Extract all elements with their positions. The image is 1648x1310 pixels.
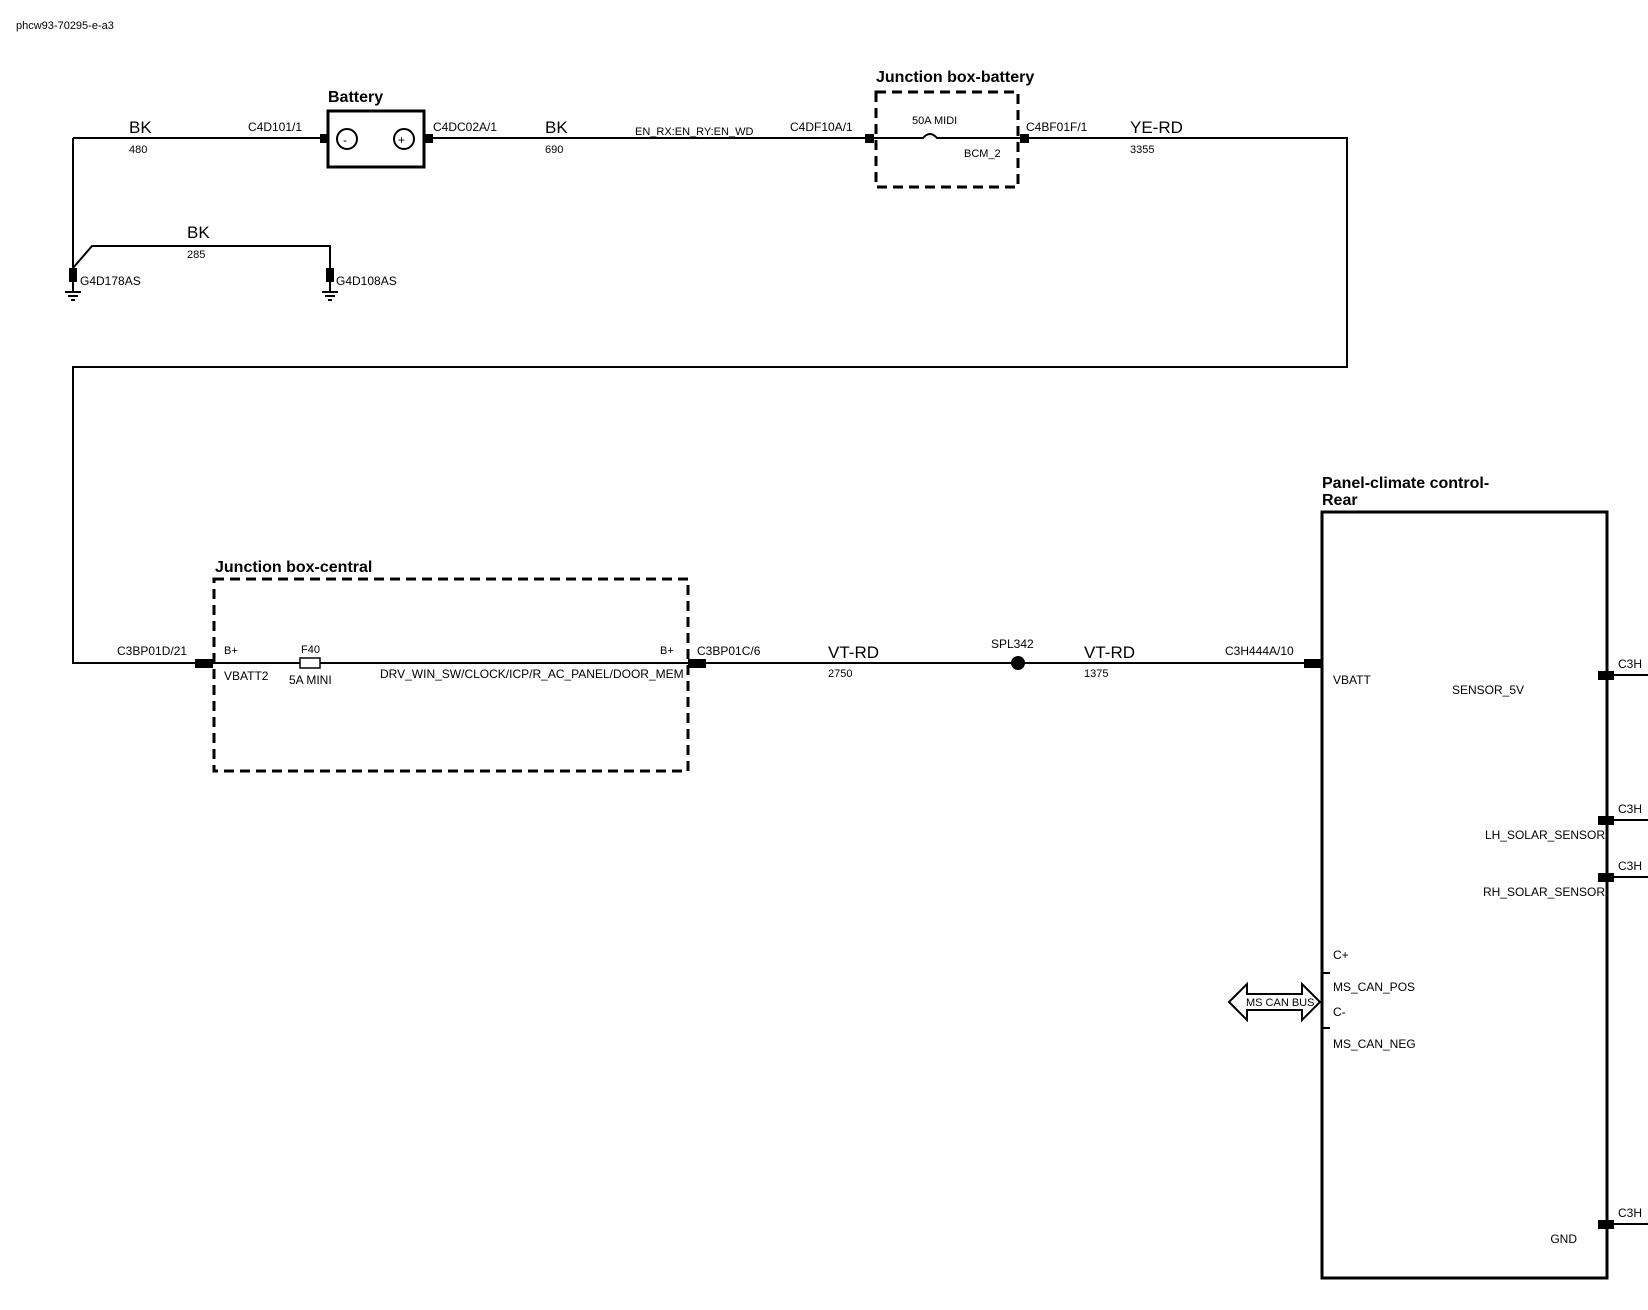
ground-g4d108as: G4D108AS [322, 268, 397, 301]
wire-color-3355: YE-RD [1130, 118, 1183, 137]
panel-pin-can-neg: MS_CAN_NEG [1333, 1037, 1416, 1051]
connector-pin-icon [865, 134, 874, 143]
connector-pin-icon [1598, 816, 1614, 825]
jb-battery-conn-in: C4DF10A/1 [790, 120, 853, 134]
wire-color-2750: VT-RD [828, 643, 879, 662]
jb-central-bplus-right: B+ [660, 645, 674, 657]
jb-central-title: Junction box-central [215, 559, 372, 576]
jb-battery-fuse-label: 50A MIDI [912, 115, 957, 127]
jb-central-outline [212, 577, 690, 773]
wire-number-1375: 1375 [1084, 668, 1108, 680]
jb-central-conn-out: C3BP01C/6 [697, 644, 761, 658]
battery-positive-terminal-icon [393, 128, 415, 150]
connector-pin-icon [195, 659, 213, 668]
fuse-50a-icon [874, 133, 1020, 139]
wire-number-480: 480 [129, 144, 147, 156]
circuit-label-en: EN_RX:EN_RY:EN_WD [635, 126, 753, 138]
panel-pin-lh-solar: LH_SOLAR_SENSOR [1485, 828, 1605, 842]
splice-label: SPL342 [991, 637, 1034, 651]
junction-box-battery: Junction box-battery C4DF10A/1 C4BF01F/1… [790, 69, 1088, 189]
ground-connector-icon [326, 268, 334, 282]
panel-pin-sensor-5v: SENSOR_5V [1452, 683, 1524, 697]
panel-pin-vbatt: VBATT [1333, 673, 1371, 687]
battery-pos-symbol: + [398, 133, 405, 147]
connector-pin-icon [1598, 671, 1614, 680]
panel-pin-gnd: GND [1550, 1232, 1577, 1246]
panel-pin-can-pos: MS_CAN_POS [1333, 980, 1415, 994]
battery-component: Battery - + C4D101/1 C4DC02A/1 [248, 89, 497, 169]
connector-pin-icon [688, 659, 706, 668]
panel-climate-control-rear: Panel-climate control- Rear C3H444A/10 V… [1225, 475, 1648, 1280]
connector-pin-icon [320, 134, 329, 143]
junction-box-central: Junction box-central B+ B+ VBATT2 F40 5A… [212, 559, 690, 773]
ms-can-bus-arrow-icon: MS CAN BUS [1227, 981, 1322, 1023]
panel-title-line1: Panel-climate control- [1322, 475, 1489, 492]
wire-color-1375: VT-RD [1084, 643, 1135, 662]
battery-neg-symbol: - [343, 133, 347, 147]
wire-color-690: BK [545, 118, 568, 137]
connector-pin-icon [1598, 873, 1614, 882]
jb-central-circuit-label: DRV_WIN_SW/CLOCK/ICP/R_AC_PANEL/DOOR_MEM [380, 667, 684, 681]
connector-pin-icon [1020, 134, 1029, 143]
ground-connector-icon [69, 268, 77, 282]
wire-number-285: 285 [187, 249, 205, 261]
wire-number-3355: 3355 [1130, 144, 1154, 156]
jb-battery-outline [874, 90, 1020, 189]
can-bus-label: MS CAN BUS [1246, 997, 1314, 1009]
jb-central-fuse-rating: 5A MINI [289, 673, 332, 687]
connector-pin-icon [424, 134, 433, 143]
connector-pin-icon [1304, 659, 1322, 668]
battery-conn-pos: C4DC02A/1 [433, 120, 497, 134]
jb-central-conn-in: C3BP01D/21 [117, 644, 187, 658]
ground-symbol-icon [65, 282, 81, 301]
wire-color-285: BK [187, 223, 210, 242]
connector-pin-icon [1598, 1220, 1614, 1229]
wire-w3355: YE-RD 3355 [72, 118, 1348, 664]
right-conn-3: C3H [1618, 859, 1642, 873]
panel-pin-cminus: C- [1333, 1005, 1346, 1019]
wire-w1375: VT-RD 1375 [1018, 643, 1304, 680]
ground-label-1: G4D178AS [80, 274, 141, 288]
jb-central-fuse-name: F40 [301, 644, 320, 656]
ground-g4d178as: G4D178AS [65, 268, 141, 301]
battery-title: Battery [328, 89, 383, 106]
right-conn-1: C3H [1618, 657, 1642, 671]
wire-color-480: BK [129, 118, 152, 137]
wire-w2750: VT-RD 2750 [706, 643, 1018, 680]
ground-symbol-icon [322, 282, 338, 301]
diagram-reference: phcw93-70295-e-a3 [16, 20, 114, 32]
wire-number-690: 690 [545, 144, 563, 156]
jb-central-bplus-left: B+ [224, 645, 238, 657]
panel-conn-vbatt: C3H444A/10 [1225, 644, 1294, 658]
jb-battery-pin-label: BCM_2 [964, 148, 1001, 160]
splice-spl342: SPL342 [991, 637, 1034, 670]
jb-battery-conn-out: C4BF01F/1 [1026, 120, 1088, 134]
wire-w285: BK 285 [72, 223, 331, 269]
right-conn-2: C3H [1618, 802, 1642, 816]
can-pin-stubs [1322, 972, 1330, 1029]
battery-conn-neg: C4D101/1 [248, 120, 302, 134]
ground-label-2: G4D108AS [336, 274, 397, 288]
jb-central-pin-label: VBATT2 [224, 669, 269, 683]
wire-w690: BK 690 EN_RX:EN_RY:EN_WD [433, 118, 865, 156]
panel-pin-rh-solar: RH_SOLAR_SENSOR [1483, 885, 1605, 899]
right-conn-4: C3H [1618, 1206, 1642, 1220]
panel-title-line2: Rear [1322, 492, 1358, 509]
wire-number-2750: 2750 [828, 668, 852, 680]
jb-battery-title: Junction box-battery [876, 69, 1034, 86]
panel-outline [1320, 510, 1609, 1280]
battery-negative-terminal-icon [336, 128, 358, 150]
wire-w480: BK 480 [73, 118, 320, 156]
panel-pin-cplus: C+ [1333, 948, 1349, 962]
fuse-f40-icon [299, 657, 321, 669]
